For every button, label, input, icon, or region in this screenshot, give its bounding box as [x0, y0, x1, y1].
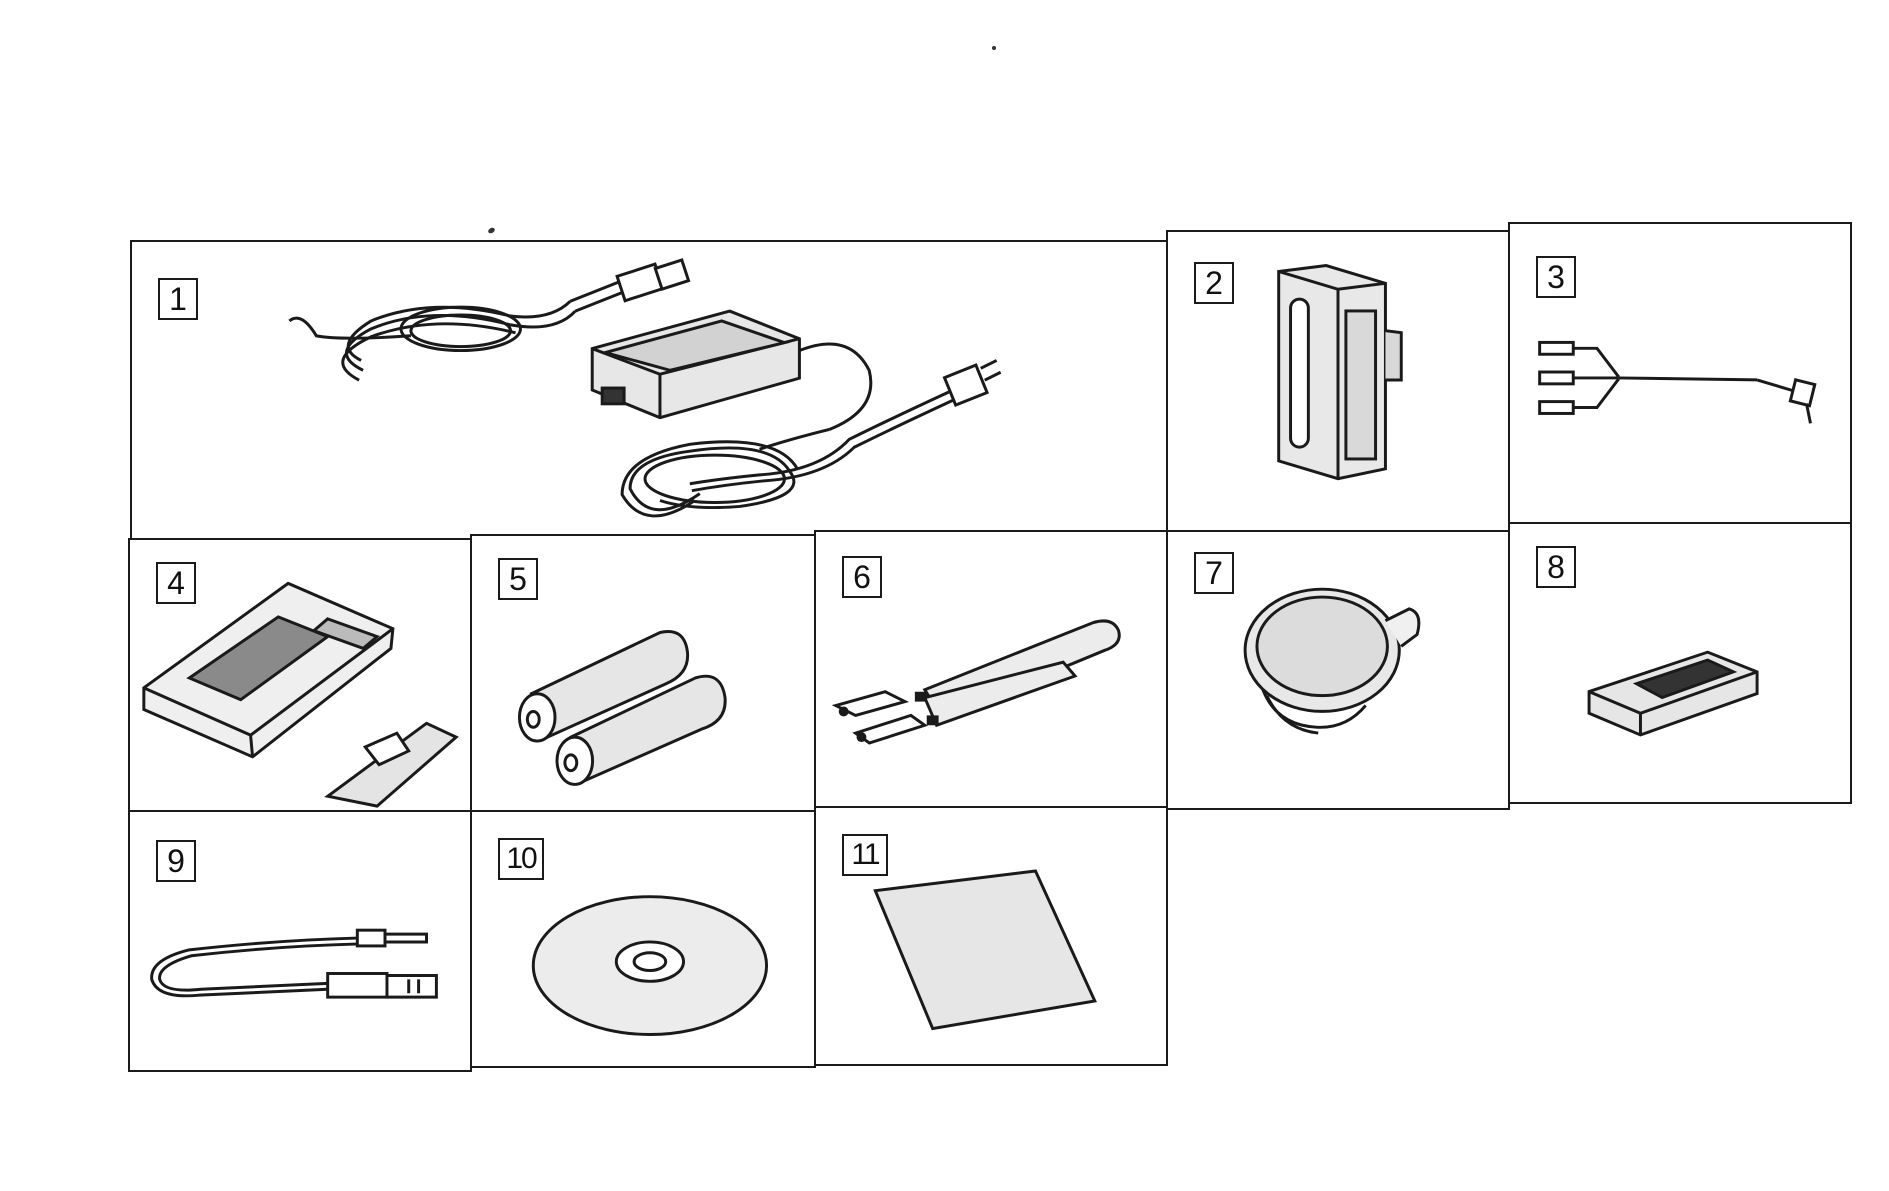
remote-commander-icon [142, 581, 459, 808]
item-cell-5: 5 [470, 534, 816, 816]
aa-batteries-icon [517, 630, 727, 786]
item-number-9: 9 [156, 840, 196, 882]
item-cell-9: 9 [128, 810, 472, 1072]
item-cell-3: 3 [1508, 222, 1852, 524]
cd-rom-icon [531, 895, 769, 1036]
item-number-1: 1 [158, 278, 198, 320]
rechargeable-battery-pack-icon [1277, 264, 1403, 481]
item-number-7: 7 [1194, 552, 1234, 594]
usb-cable-icon [150, 928, 438, 999]
item-cell-11: 11 [814, 806, 1168, 1066]
item-cell-2: 2 [1166, 230, 1510, 532]
item-number-5: 5 [498, 558, 538, 600]
item-cell-1: 1 [130, 240, 1168, 542]
item-cell-10: 10 [470, 810, 816, 1068]
item-number-4: 4 [156, 562, 196, 604]
scan-speck [992, 46, 996, 50]
ac-adaptor-with-power-cord-icon [288, 258, 1002, 518]
lens-cap-icon [1243, 587, 1421, 735]
item-cell-6: 6 [814, 530, 1168, 816]
item-number-8: 8 [1536, 546, 1576, 588]
item-number-2: 2 [1194, 262, 1234, 304]
scan-speck [487, 226, 496, 235]
cleaning-cloth-icon [873, 869, 1097, 1031]
memory-stick-adaptor-icon [1587, 650, 1759, 737]
item-cell-4: 4 [128, 538, 472, 816]
item-number-3: 3 [1536, 256, 1576, 298]
item-number-11: 11 [842, 834, 888, 876]
av-connecting-cable-icon [1538, 340, 1817, 424]
shoulder-strap-icon [831, 619, 1121, 745]
item-cell-8: 8 [1508, 522, 1852, 804]
item-cell-7: 7 [1166, 530, 1510, 810]
item-number-10: 10 [498, 838, 544, 880]
item-number-6: 6 [842, 556, 882, 598]
